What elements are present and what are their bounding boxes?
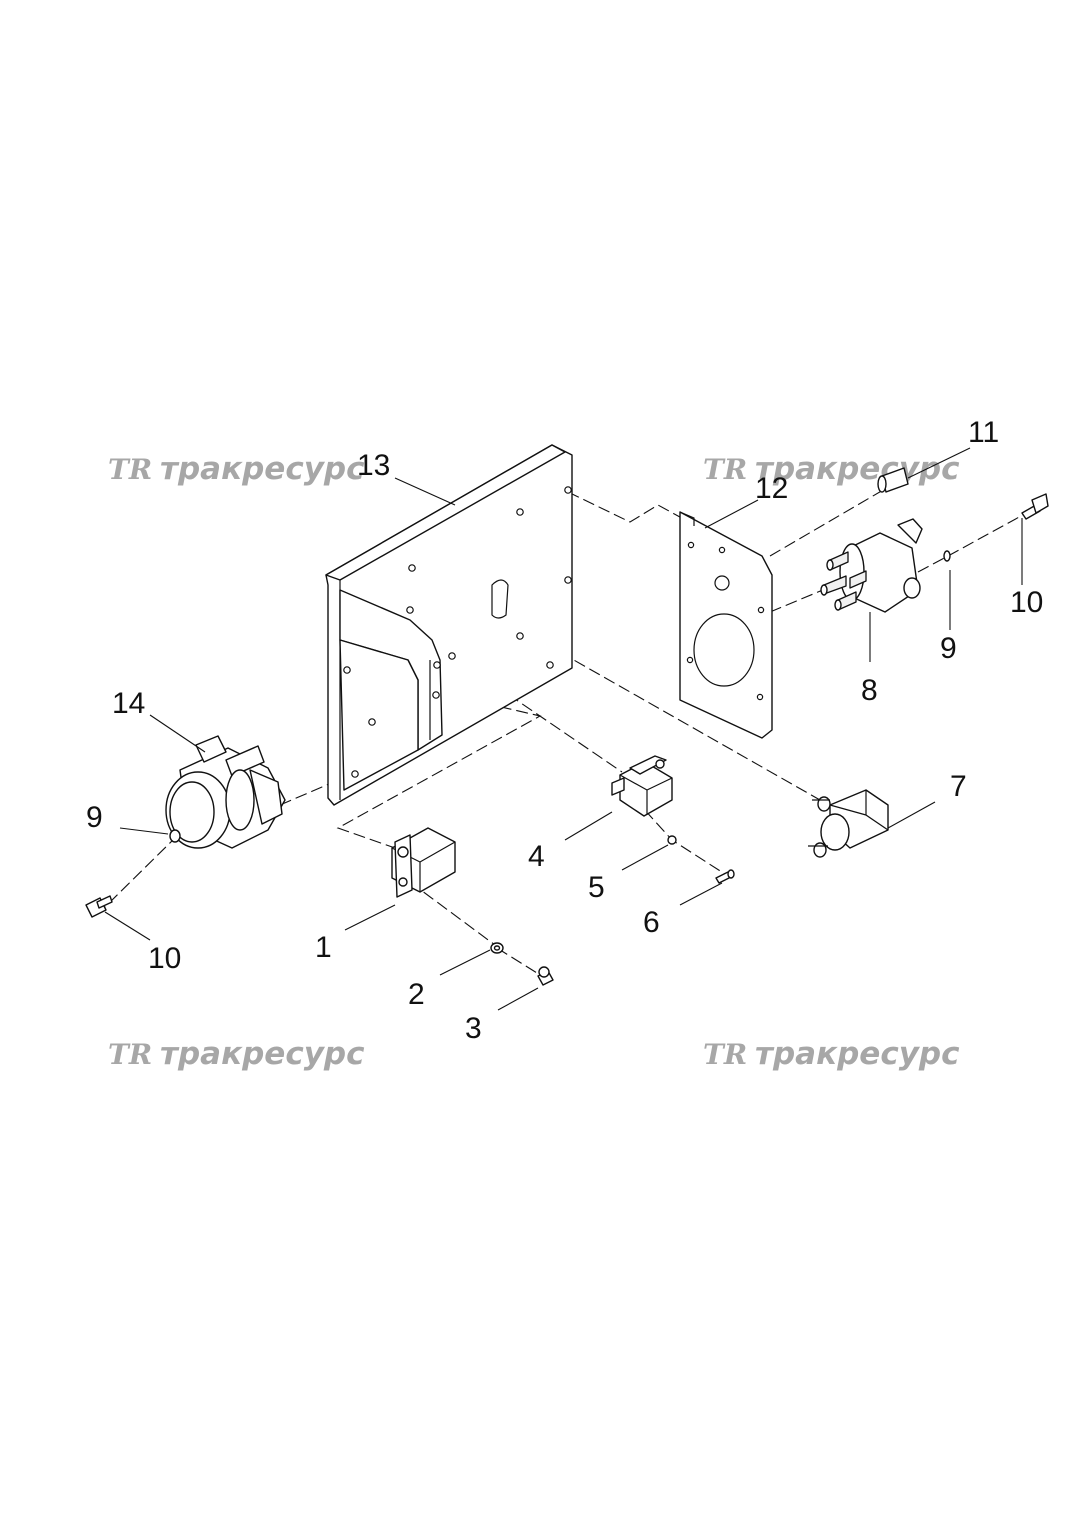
- callout-8: 8: [861, 674, 878, 707]
- callout-11: 11: [968, 416, 999, 449]
- callout-4: 4: [528, 840, 545, 873]
- watermark-top-left: TR тракресурс: [108, 451, 365, 487]
- callout-13: 13: [357, 449, 390, 482]
- callout-9-right: 9: [940, 632, 957, 665]
- watermark-logo: TR: [108, 1038, 152, 1071]
- plug-socket: [165, 735, 286, 849]
- cap: [877, 467, 909, 493]
- callout-3: 3: [465, 1012, 482, 1045]
- washer-left: [169, 829, 181, 843]
- switch: [808, 789, 889, 858]
- callout-2: 2: [408, 978, 425, 1011]
- callout-6: 6: [643, 906, 660, 939]
- watermark-text: тракресурс: [160, 451, 365, 487]
- watermark-logo: TR: [703, 453, 747, 486]
- callout-7: 7: [950, 770, 967, 803]
- washer-lower: [490, 942, 504, 954]
- screw-right: [1021, 493, 1049, 520]
- screw-mid: [715, 869, 735, 884]
- screw-left: [85, 895, 113, 918]
- washer-right: [943, 550, 951, 562]
- callout-12: 12: [755, 472, 788, 505]
- watermark-logo: TR: [703, 1038, 747, 1071]
- relay-lower: [391, 827, 456, 898]
- callout-10-right: 10: [1010, 586, 1043, 619]
- watermark-logo: TR: [108, 453, 152, 486]
- watermark-bottom-left: TR тракресурс: [108, 1036, 365, 1072]
- callout-10-left: 10: [148, 942, 181, 975]
- callout-5: 5: [588, 871, 605, 904]
- gasket-plate: [679, 511, 773, 739]
- socket-unit: [820, 518, 923, 613]
- screw-lower: [537, 966, 554, 986]
- watermark-text: тракресурс: [755, 1036, 960, 1072]
- watermark-top-right: TR тракресурс: [703, 451, 960, 487]
- callout-1: 1: [315, 931, 332, 964]
- callout-9-left: 9: [86, 801, 103, 834]
- watermark-text: тракресурс: [160, 1036, 365, 1072]
- relay-upper: [611, 755, 673, 817]
- leader-lines: [104, 447, 1023, 1011]
- mounting-plate: [325, 444, 573, 806]
- callout-14: 14: [112, 687, 145, 720]
- watermark-bottom-right: TR тракресурс: [703, 1036, 960, 1072]
- callouts: 1 2 3 4 5 6 7 8 9 10 11 12 13 14 9 10: [86, 416, 1043, 1045]
- washer-mid: [667, 835, 677, 845]
